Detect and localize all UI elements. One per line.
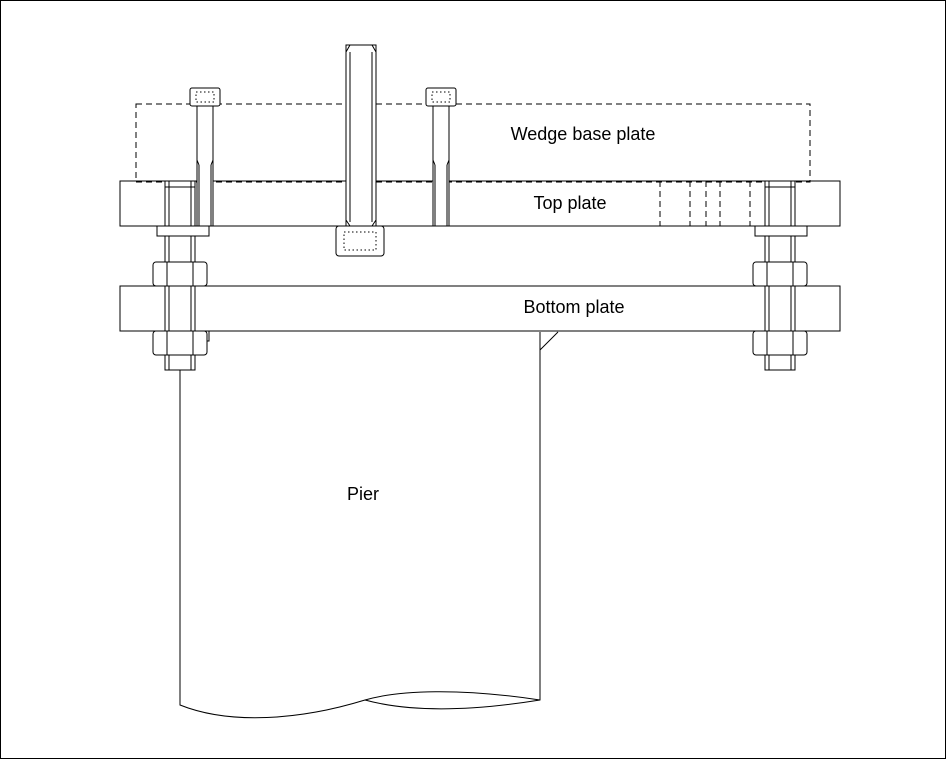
top-plate <box>119 180 841 227</box>
left-threaded-rod <box>152 180 210 371</box>
wedge-base-plate-outline <box>135 103 811 183</box>
label-pier: Pier <box>347 484 379 504</box>
bottom-plate <box>119 285 841 332</box>
label-top-plate: Top plate <box>533 193 606 213</box>
right-threaded-rod <box>752 180 808 371</box>
left-nut-lower <box>152 330 208 356</box>
center-bolt-head <box>335 225 385 257</box>
label-bottom-plate: Bottom plate <box>523 297 624 317</box>
center-bolt <box>335 44 385 257</box>
right-nut-upper <box>752 261 808 287</box>
pier <box>179 331 559 719</box>
left-cap-screw <box>189 87 221 227</box>
right-nut-lower <box>752 330 808 356</box>
left-washer-top <box>156 225 210 237</box>
right-cap-screw <box>425 87 457 227</box>
left-nut-upper <box>152 261 208 287</box>
label-wedge-base-plate: Wedge base plate <box>511 124 656 144</box>
right-washer-top <box>754 225 808 237</box>
